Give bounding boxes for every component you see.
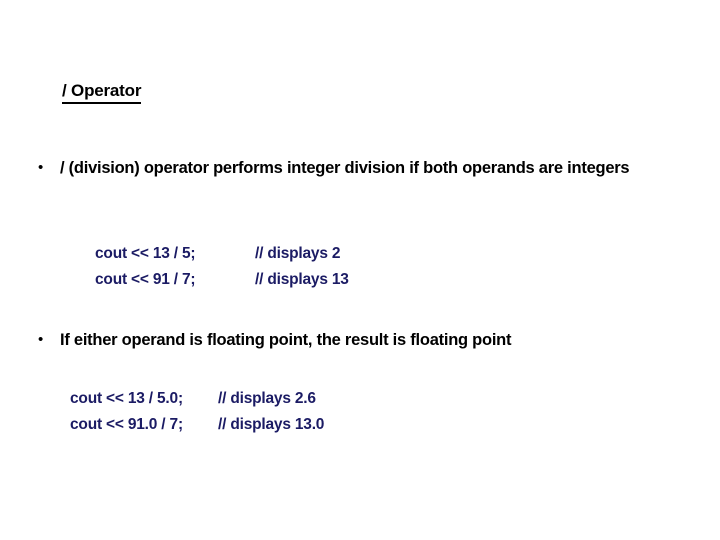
code-block-integer-division: cout << 13 / 5; // displays 2 cout << 91… (95, 241, 349, 293)
bullet-text-1: / (division) operator performs integer d… (60, 159, 630, 177)
code-comment: // displays 2.6 (218, 390, 316, 407)
code-comment: // displays 2 (255, 245, 341, 262)
code-comment: // displays 13 (255, 271, 349, 288)
code-line: cout << 91.0 / 7; // displays 13.0 (70, 412, 324, 438)
bullet-point-icon: • (38, 159, 44, 176)
bullet-item-1: • / (division) operator performs integer… (36, 156, 686, 180)
page-title: / Operator (62, 81, 141, 104)
bullet-item-2: • If either operand is floating point, t… (36, 328, 686, 352)
bullet-text-2: If either operand is floating point, the… (60, 331, 512, 349)
code-statement: cout << 13 / 5; (95, 245, 196, 262)
code-line: cout << 91 / 7; // displays 13 (95, 267, 349, 293)
code-line: cout << 13 / 5.0; // displays 2.6 (70, 386, 324, 412)
code-statement: cout << 13 / 5.0; (70, 390, 183, 407)
code-statement: cout << 91.0 / 7; (70, 416, 183, 433)
code-comment: // displays 13.0 (218, 416, 325, 433)
bullet-point-icon: • (38, 331, 44, 348)
page-title-text: / Operator (62, 81, 141, 104)
code-block-floating-point-division: cout << 13 / 5.0; // displays 2.6 cout <… (70, 386, 324, 438)
code-line: cout << 13 / 5; // displays 2 (95, 241, 349, 267)
code-statement: cout << 91 / 7; (95, 271, 196, 288)
